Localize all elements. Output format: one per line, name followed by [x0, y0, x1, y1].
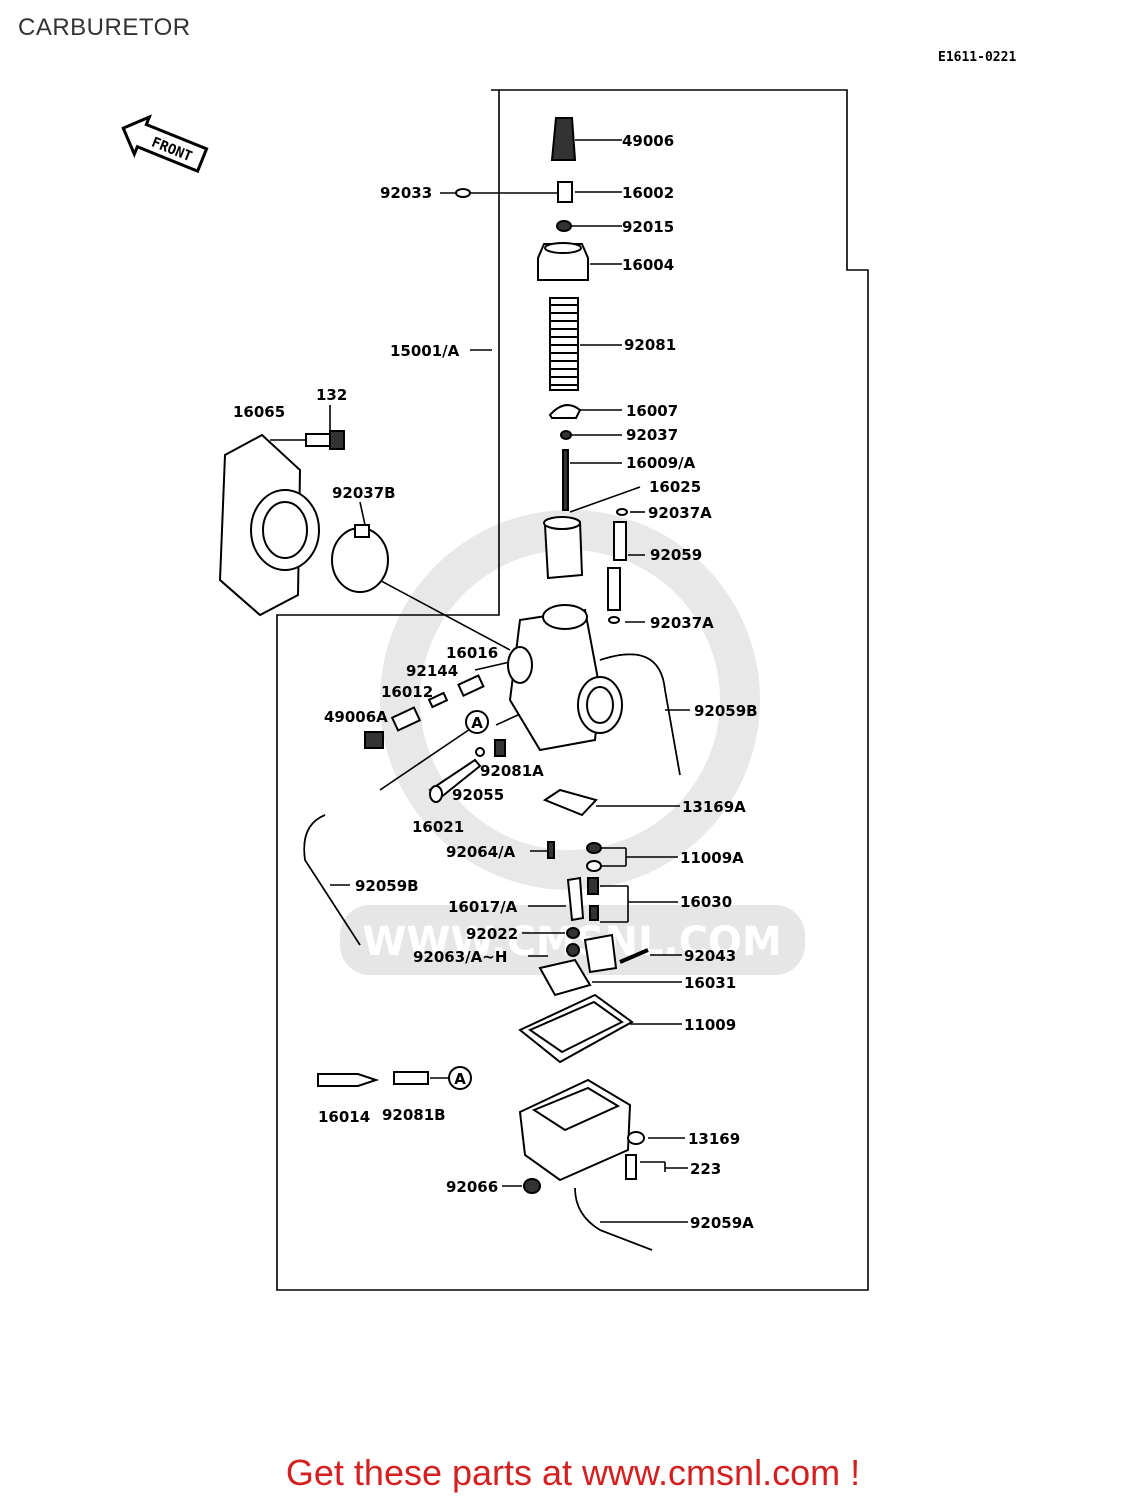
plug-13169 [627, 1131, 645, 1145]
screw-16012 [390, 706, 422, 732]
holder-16065 [218, 433, 320, 617]
diagram-id: E1611-0221 [938, 50, 1017, 65]
part-label: 92033 [380, 184, 432, 202]
part-label: 11009 [684, 1016, 736, 1034]
part-label: 92059A [690, 1214, 754, 1232]
leader-lines [270, 139, 690, 1223]
screw-92066 [523, 1178, 541, 1194]
float-bowl [518, 1078, 632, 1182]
screw-223 [625, 1154, 637, 1180]
cap-49006A [364, 731, 384, 749]
part-label: 132 [316, 386, 347, 404]
part-label: 16007 [626, 402, 678, 420]
footer-link[interactable]: Get these parts at www.cmsnl.com ! [285, 1452, 861, 1493]
ref-circle-a-1 [465, 710, 489, 734]
part-label: 15001/A [390, 342, 460, 360]
clamp-92037B [331, 524, 389, 593]
jet-16017 [566, 876, 585, 922]
jet-92063 [566, 943, 580, 957]
part-label: 92055 [452, 786, 504, 804]
part-label: 16016 [446, 644, 498, 662]
top-cap-16004 [537, 243, 589, 281]
parts-shapes: A [218, 117, 681, 1251]
part-label: 92043 [684, 947, 736, 965]
part-label: 92063/A~H [413, 948, 507, 966]
spring-92081 [549, 297, 579, 391]
oring-92055 [475, 747, 485, 757]
clip-92037 [560, 430, 572, 440]
part-label: 92037A [648, 504, 712, 522]
front-arrow: FRONT [121, 114, 209, 174]
cap-49006 [550, 117, 577, 161]
washer-92022 [566, 927, 580, 939]
tube-92059-b [607, 567, 621, 611]
part-label: 92144 [406, 662, 458, 680]
part-label: 13169 [688, 1130, 740, 1148]
part-label: 92059B [694, 702, 758, 720]
part-label: 16002 [622, 184, 674, 202]
spring-92081A [494, 739, 506, 757]
spring-92144 [427, 691, 449, 709]
part-label: 16012 [381, 683, 433, 701]
part-label: 16021 [412, 818, 464, 836]
part-label: 16004 [622, 256, 674, 274]
part-label: 13169A [682, 798, 746, 816]
clip-92033 [455, 188, 471, 198]
washer-11009A-1 [586, 842, 602, 854]
part-label: 92081 [624, 336, 676, 354]
part-label: 16030 [680, 893, 732, 911]
part-label: 92022 [466, 925, 518, 943]
part-label: 92059 [650, 546, 702, 564]
carburetor-diagram: WWW.CMSNL.COM FRONT [121, 89, 869, 1291]
diagram-title: CARBURETOR [18, 14, 191, 41]
part-label: 16009/A [626, 454, 696, 472]
screw-16016 [457, 674, 485, 697]
pin-92043 [619, 948, 649, 964]
part-label: 16014 [318, 1108, 370, 1126]
jet-16030-a [587, 877, 599, 895]
spring-92081B [393, 1071, 429, 1085]
part-label: 92081B [382, 1106, 446, 1124]
nut-92015 [556, 220, 572, 232]
throttle-valve-16025 [543, 520, 584, 580]
part-label: 92059B [355, 877, 419, 895]
part-label: 49006 [622, 132, 674, 150]
plate-16007 [548, 404, 582, 419]
part-label: 92064/A [446, 843, 516, 861]
part-label: 16031 [684, 974, 736, 992]
ref-circle-a-2-label: A [454, 1070, 466, 1088]
part-label: 92037A [650, 614, 714, 632]
bolt-132 [305, 430, 345, 450]
gasket-11009 [518, 993, 634, 1064]
tube-92059-a [613, 521, 627, 561]
jet-16030-b [589, 905, 599, 921]
plate-13169A [542, 788, 598, 817]
washer-11009A-2 [586, 860, 602, 872]
part-label: 223 [690, 1160, 721, 1178]
screw-92064 [547, 841, 555, 859]
part-label: 49006A [324, 708, 388, 726]
watermark-text: WWW.CMSNL.COM [362, 919, 782, 965]
part-labels: 49006 92033 16002 92015 16004 15001/A 92… [233, 132, 758, 1232]
adjuster-16002 [557, 181, 573, 203]
part-label: 92015 [622, 218, 674, 236]
part-label: 16017/A [448, 898, 518, 916]
part-label: 92066 [446, 1178, 498, 1196]
carburetor-body [507, 604, 623, 752]
part-label: 11009A [680, 849, 744, 867]
assembly-outline [276, 89, 869, 1291]
ref-circle-a-2 [448, 1066, 472, 1090]
part-label: 16025 [649, 478, 701, 496]
needle-16009 [562, 449, 569, 511]
part-label: 92037 [626, 426, 678, 444]
part-label: 92037B [332, 484, 396, 502]
part-label: 92081A [480, 762, 544, 780]
ref-circle-a-1-label: A [471, 714, 483, 732]
screw-16014 [317, 1073, 380, 1087]
part-label: 16065 [233, 403, 285, 421]
float-16031 [538, 933, 618, 997]
footer-banner: Get these parts at www.cmsnl.com ! [0, 1452, 1146, 1494]
